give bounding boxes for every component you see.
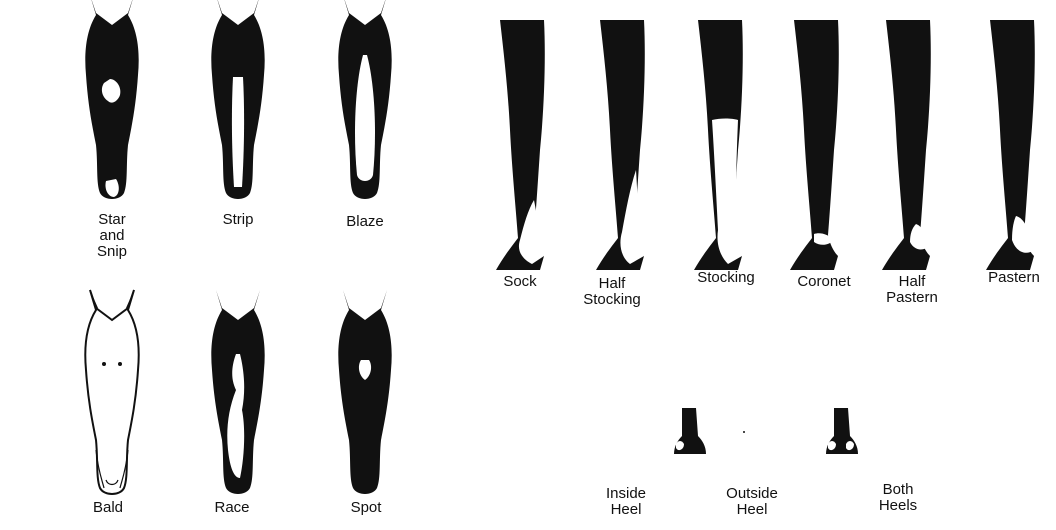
face-star-and-snip [85,0,138,199]
label-line: Star [97,212,127,228]
label-line: Race [214,500,249,516]
label-race: Race [214,500,249,516]
label-line: Bald [93,500,123,516]
leg-half-stocking [596,20,645,270]
face-bald [85,290,138,494]
heel-inside [674,408,706,454]
label-line: Heel [726,502,778,518]
label-line: Heels [879,498,917,514]
label-line: Coronet [797,274,850,290]
label-line: Pastern [988,270,1040,286]
label-star-and-snip: Star and Snip [97,212,127,260]
label-line: Half [886,274,938,290]
label-half-stocking: Half Stocking [583,276,641,308]
face-blaze [338,0,391,199]
label-line: Half [583,276,641,292]
label-sock: Sock [503,274,536,290]
heel-both [826,408,858,454]
heel-outside [743,431,745,433]
label-spot: Spot [351,500,382,516]
label-line: Sock [503,274,536,290]
label-line: Snip [97,244,127,260]
label-line: Both [879,482,917,498]
label-inside-heel: Inside Heel [606,486,646,518]
label-line: Pastern [886,290,938,306]
label-half-pastern: Half Pastern [886,274,938,306]
leg-coronet [790,20,839,270]
label-line: Outside [726,486,778,502]
label-coronet: Coronet [797,274,850,290]
label-line: Blaze [346,214,384,230]
leg-half-pastern [882,20,931,270]
face-race [211,290,264,494]
label-pastern: Pastern [988,270,1040,286]
label-line: Strip [223,212,254,228]
leg-stocking [694,20,743,270]
leg-pastern [986,20,1035,270]
label-stocking: Stocking [697,270,755,286]
label-line: Spot [351,500,382,516]
label-outside-heel: Outside Heel [726,486,778,518]
label-line: Stocking [583,292,641,308]
label-blaze: Blaze [346,214,384,230]
label-line: Inside [606,486,646,502]
face-strip [211,0,264,199]
leg-sock [496,20,545,270]
label-strip: Strip [223,212,254,228]
label-bald: Bald [93,500,123,516]
label-both-heels: Both Heels [879,482,917,514]
label-line: and [97,228,127,244]
label-line: Heel [606,502,646,518]
label-line: Stocking [697,270,755,286]
face-spot [338,290,391,494]
